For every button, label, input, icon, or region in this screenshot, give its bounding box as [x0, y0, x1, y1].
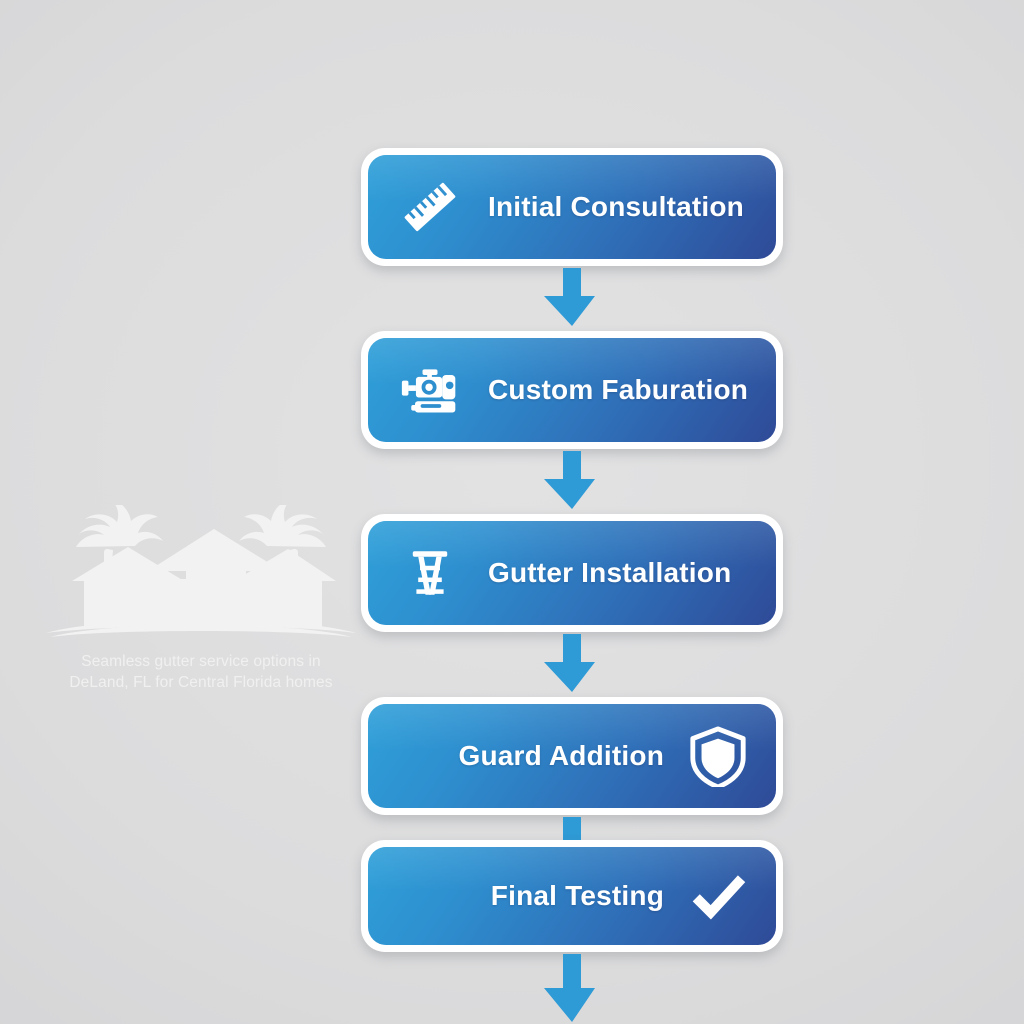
ruler-icon — [394, 171, 466, 243]
fabrication-machine-icon — [394, 354, 466, 426]
ladder-icon — [394, 537, 466, 609]
flow-step-custom-faburation[interactable]: Custom Faburation — [361, 331, 783, 449]
flow-step-gutter-installation[interactable]: Gutter Installation — [361, 514, 783, 632]
flow-step-label: Custom Faburation — [488, 374, 749, 405]
flow-step-label: Guard Addition — [458, 740, 664, 771]
arrow-1-to-2 — [535, 268, 609, 328]
shield-icon — [682, 720, 754, 792]
flow-step-label: Final Testing — [490, 880, 664, 911]
flow-step-initial-consultation[interactable]: Initial Consultation — [361, 148, 783, 266]
flow-step-label: Initial Consultation — [488, 191, 744, 222]
checkmark-icon — [682, 860, 754, 932]
arrow-3-to-4 — [535, 634, 609, 694]
flow-step-guard-addition[interactable]: Guard Addition — [361, 697, 783, 815]
arrow-5-outflow — [535, 954, 609, 1024]
flow-step-label: Gutter Installation — [488, 557, 732, 588]
arrow-2-to-3 — [535, 451, 609, 511]
flow-step-final-testing[interactable]: Final Testing — [361, 840, 783, 952]
